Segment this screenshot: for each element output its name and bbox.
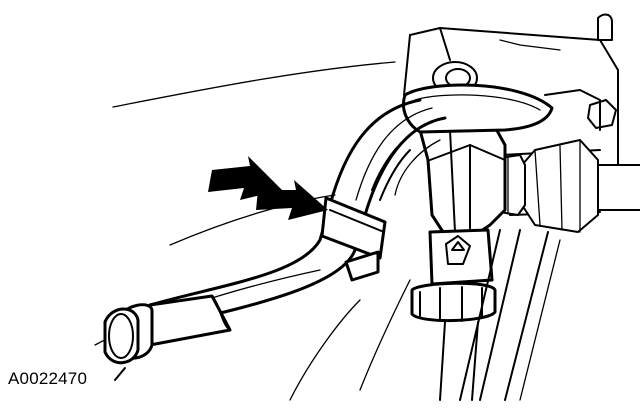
figure-reference-id: A0022470 bbox=[8, 369, 88, 388]
arrow-pointer-icon bbox=[208, 156, 282, 200]
pipe-clip bbox=[320, 139, 411, 282]
hose-lines bbox=[459, 229, 561, 401]
engine-housing bbox=[403, 13, 619, 166]
pipe-end-left bbox=[103, 294, 232, 365]
lower-fitting bbox=[410, 228, 497, 401]
label-leader-line bbox=[114, 367, 126, 381]
arrow-pointer-icon bbox=[256, 180, 328, 220]
